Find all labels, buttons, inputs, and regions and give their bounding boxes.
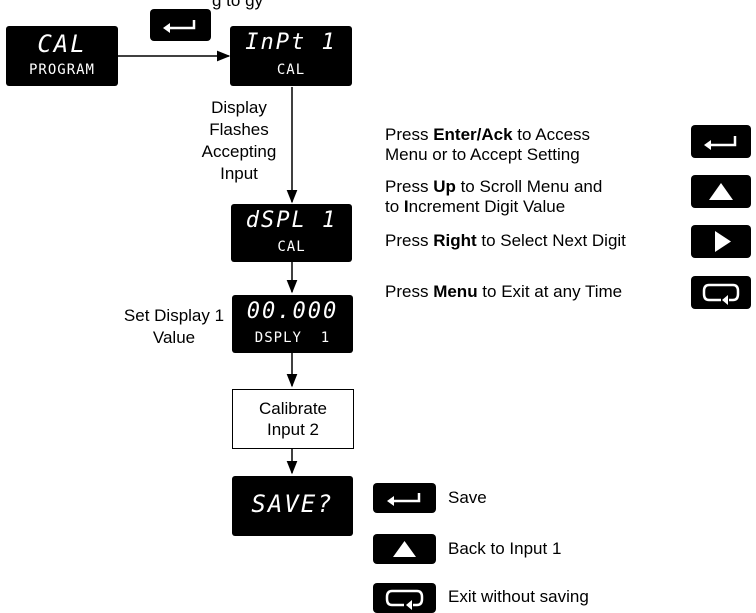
back-option-label: Back to Input 1: [448, 539, 562, 558]
up-key: [373, 534, 436, 564]
menu-key: [691, 276, 751, 309]
right-key: [691, 225, 751, 258]
lcd-top-text: InPt 1: [245, 30, 337, 55]
lcd-bottom-text: PROGRAM: [28, 62, 95, 78]
lcd-bottom-text: DSPLY 1: [254, 330, 331, 346]
set-display-value-label: Set Display 1 Value: [123, 306, 225, 347]
lcd-bottom-text: CAL: [277, 239, 306, 255]
enter-icon: [387, 493, 421, 506]
lcd-top-text: CAL: [37, 30, 87, 58]
lcd-bottom-text: CAL: [276, 62, 306, 78]
instruction-enter: Press Enter/Ack to Access Menu or to Acc…: [385, 125, 591, 164]
lcd-cal-program: CAL PROGRAM: [6, 26, 118, 86]
lcd-top-text: dSPL 1: [245, 208, 338, 233]
instruction-menu: Press Menu to Exit at any Time: [385, 282, 623, 301]
display-flashes-label: Display Flashes Accepting Input: [201, 98, 277, 183]
save-option-label: Save: [448, 488, 487, 507]
lcd-set-display: 00.000 DSPLY 1: [232, 295, 353, 353]
instruction-up: Press Up to Scroll Menu and to Increment…: [385, 177, 603, 216]
menu-icon: [385, 589, 424, 610]
lcd-save: SAVE?: [232, 476, 353, 536]
enter-key: [150, 9, 211, 41]
enter-icon: [163, 20, 196, 33]
enter-icon: [704, 136, 737, 150]
up-icon: [709, 183, 733, 200]
header-partial-text: g to gy: [212, 0, 264, 10]
instruction-right: Press Right to Select Next Digit: [385, 231, 626, 250]
menu-icon: [702, 283, 740, 305]
right-icon: [715, 231, 731, 252]
menu-key: [373, 583, 436, 613]
up-icon: [393, 541, 416, 557]
lcd-inpt1-cal: InPt 1 CAL: [230, 26, 352, 86]
up-key: [691, 175, 751, 208]
calibrate-input-box: Calibrate Input 2: [232, 389, 354, 449]
enter-key: [691, 125, 751, 158]
lcd-top-text: SAVE?: [251, 490, 334, 518]
enter-key: [373, 483, 436, 513]
exit-option-label: Exit without saving: [448, 587, 589, 606]
lcd-dspl1-cal: dSPL 1 CAL: [231, 204, 352, 262]
lcd-top-text: 00.000: [246, 299, 339, 324]
